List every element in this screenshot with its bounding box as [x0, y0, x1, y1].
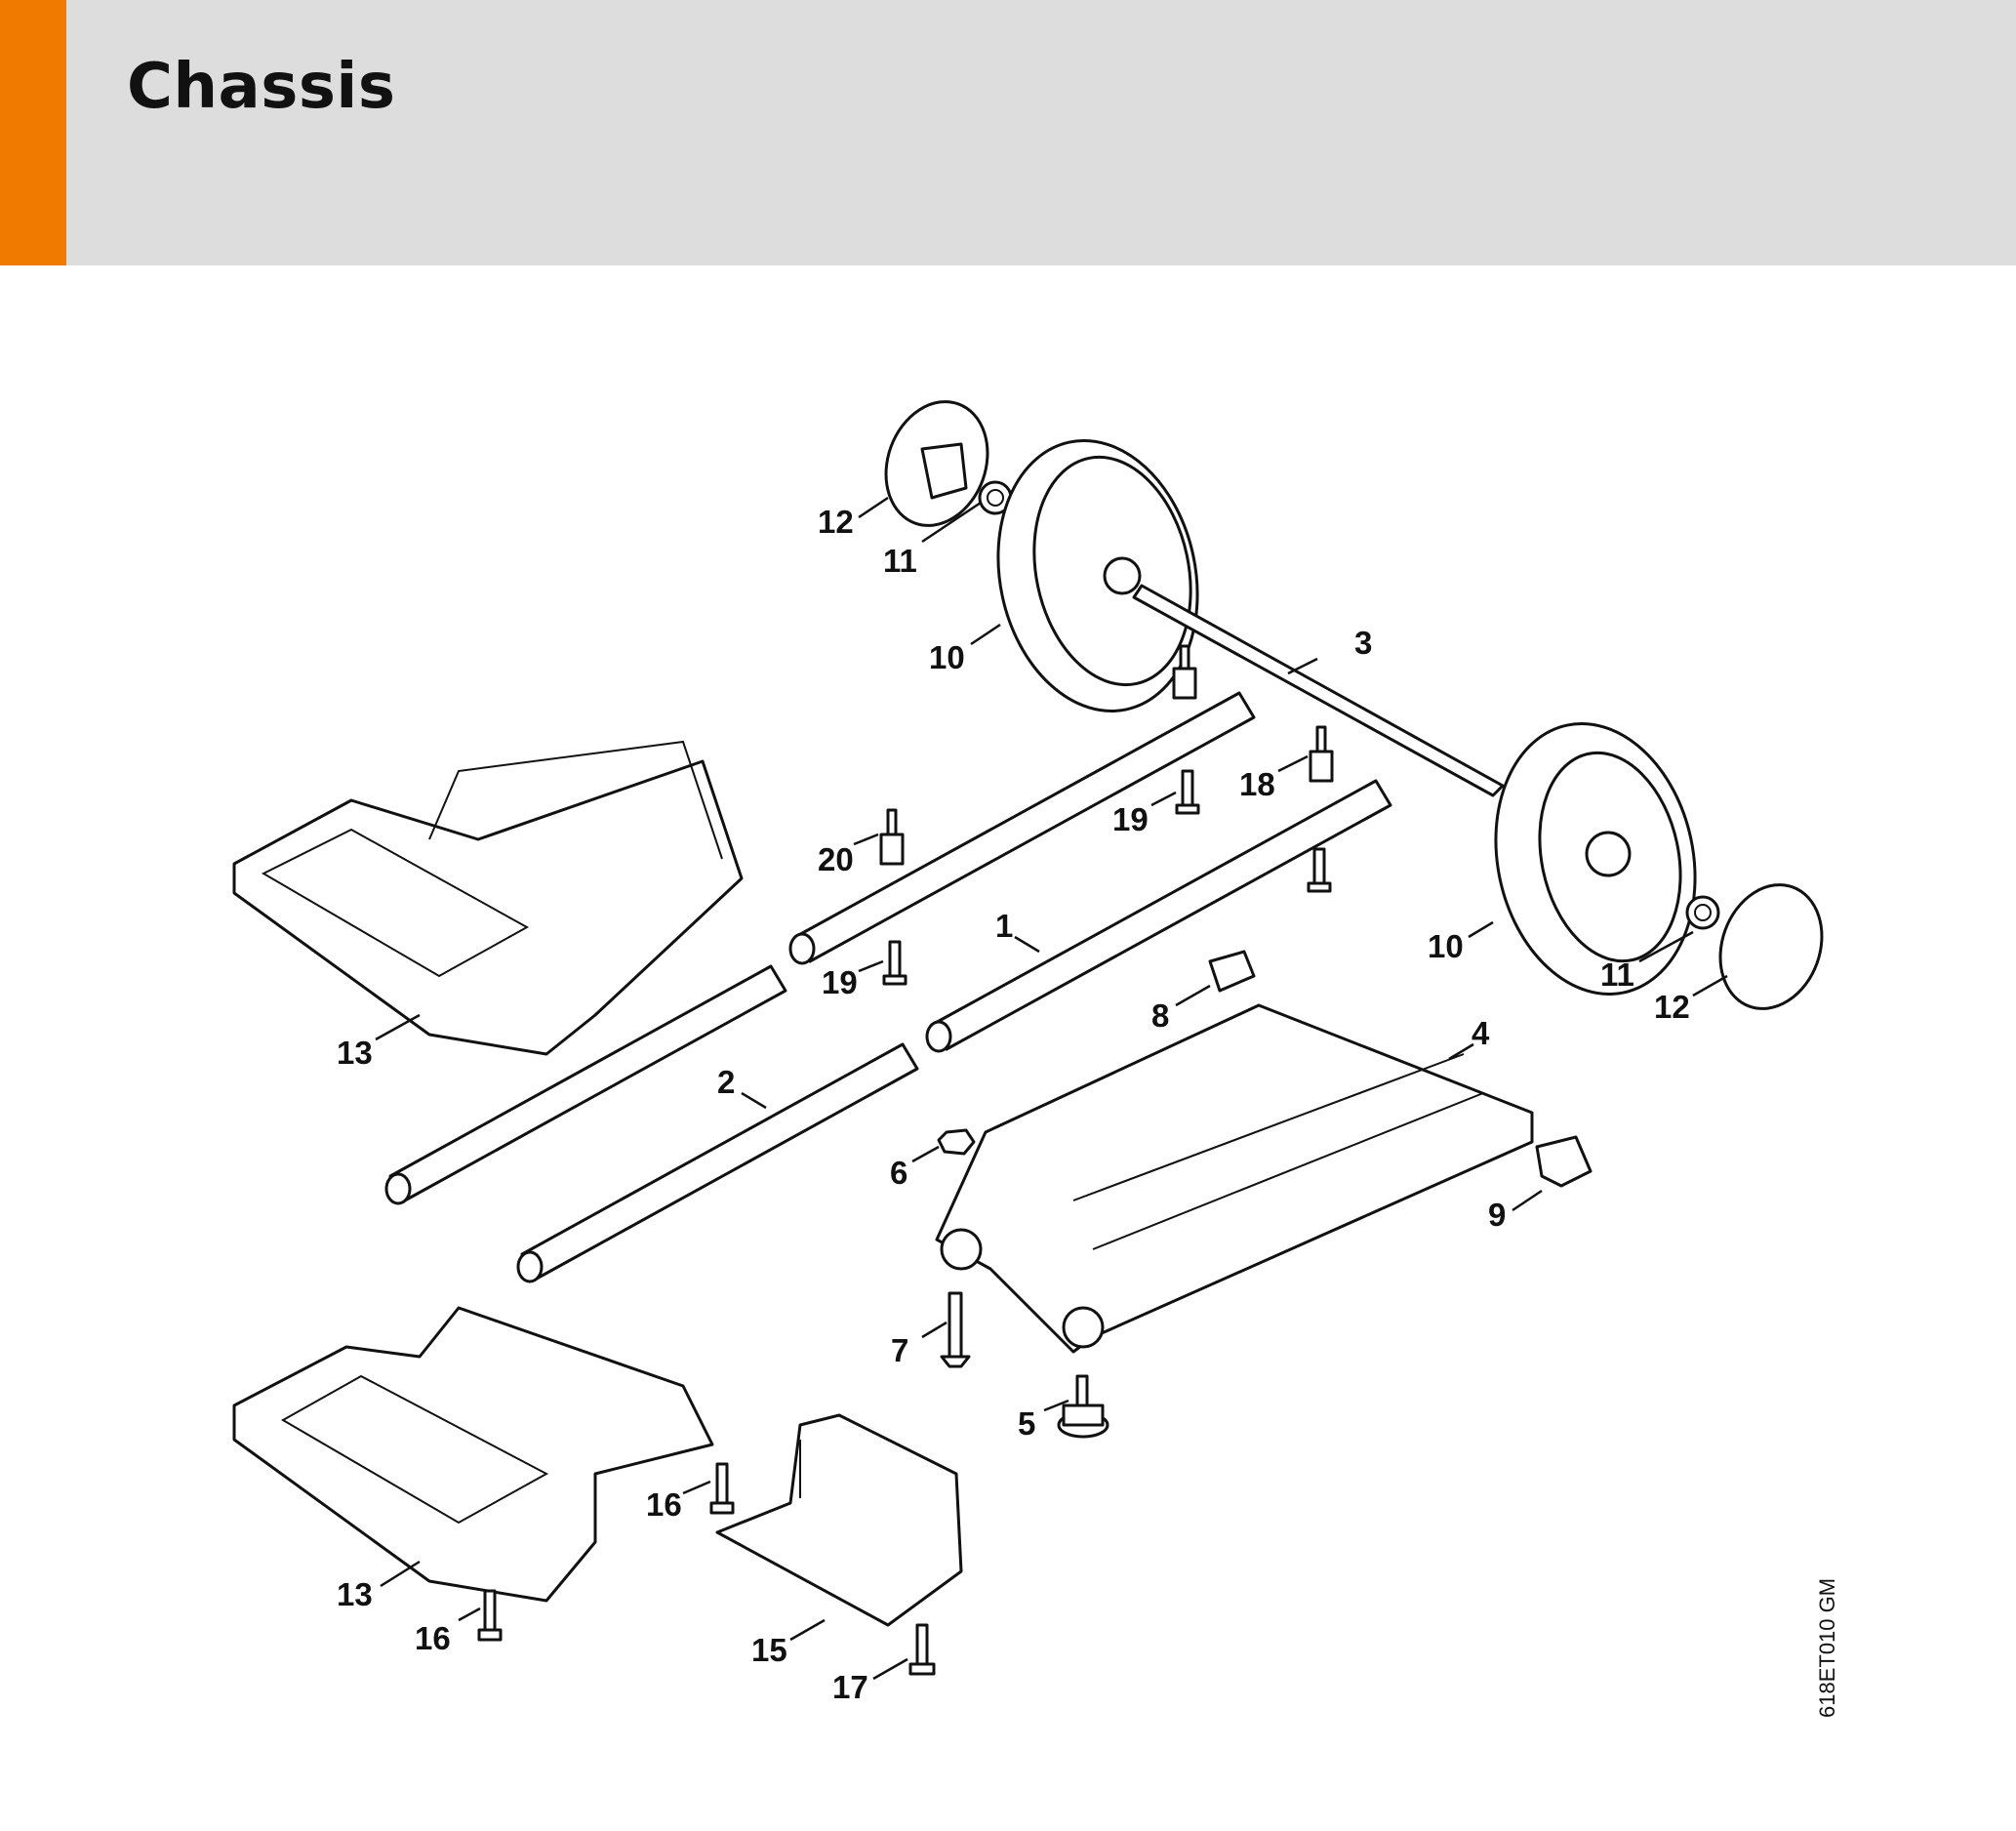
frame-4: [935, 1003, 1534, 1354]
screw-19-lower: [882, 940, 907, 986]
leader-lines: [375, 496, 1728, 1681]
page-title: Chassis: [127, 51, 396, 123]
callout-19-lower: 19: [822, 964, 858, 1000]
nut-6: [937, 1128, 976, 1156]
callout-12-bottom: 12: [1654, 989, 1690, 1025]
wheel-top: [996, 438, 1199, 713]
screw-17: [908, 1623, 936, 1676]
washer-bottom: [1685, 895, 1720, 930]
cover-15: [715, 1413, 963, 1627]
header-band: Chassis: [0, 0, 2016, 265]
callout-20: 20: [818, 841, 854, 877]
cap-9: [1535, 1135, 1593, 1188]
screw-19-upper: [1175, 769, 1200, 815]
callout-18: 18: [1239, 766, 1275, 802]
callout-11-top: 11: [883, 543, 917, 579]
screw-right: [1307, 847, 1332, 893]
hub-cap-top: [884, 400, 989, 527]
axle: [1132, 584, 1505, 797]
callout-17: 17: [832, 1669, 868, 1705]
callout-11-bottom: 11: [1600, 956, 1634, 993]
washer-top: [978, 480, 1013, 515]
tray-top: [232, 740, 744, 1056]
callouts: 12 11 10 3 20 19 18 19 1 10 11 12 13 8 4…: [337, 504, 1690, 1705]
callout-6: 6: [890, 1155, 907, 1191]
accent-bar: [0, 0, 66, 265]
tray-bottom: [232, 1306, 714, 1603]
callout-5: 5: [1018, 1405, 1035, 1442]
callout-8: 8: [1151, 997, 1169, 1034]
document-code: 618ET010 GM: [1815, 1578, 1839, 1718]
bolt-top: [1172, 644, 1197, 700]
callout-19-upper: 19: [1112, 801, 1149, 837]
bolt-20: [879, 808, 905, 866]
foot-5: [1057, 1374, 1109, 1439]
bolt-18: [1309, 725, 1334, 783]
callout-2: 2: [717, 1064, 735, 1100]
screw-7: [940, 1291, 971, 1368]
callout-1: 1: [995, 908, 1013, 944]
screw-16-upper: [709, 1462, 735, 1515]
callout-9: 9: [1488, 1197, 1506, 1233]
callout-13-top: 13: [337, 1035, 373, 1071]
tube-2: [516, 1042, 919, 1283]
callout-10-top: 10: [929, 639, 965, 675]
callout-16-lower: 16: [415, 1620, 451, 1656]
tube-1: [925, 779, 1392, 1053]
wheel-bottom: [1494, 721, 1697, 997]
tube-upper: [788, 691, 1256, 965]
callout-12-top: 12: [818, 504, 854, 540]
callout-15: 15: [751, 1632, 787, 1668]
tube-left: [384, 964, 787, 1205]
callout-10-bottom: 10: [1428, 928, 1464, 964]
hub-cap-bottom: [1718, 883, 1824, 1010]
callout-7: 7: [891, 1332, 908, 1368]
callout-3: 3: [1354, 625, 1372, 661]
callout-4: 4: [1472, 1015, 1490, 1051]
clip-8: [1208, 950, 1256, 993]
callout-13-bottom: 13: [337, 1576, 373, 1612]
screw-16-lower: [477, 1589, 503, 1642]
callout-16-upper: 16: [646, 1486, 682, 1523]
